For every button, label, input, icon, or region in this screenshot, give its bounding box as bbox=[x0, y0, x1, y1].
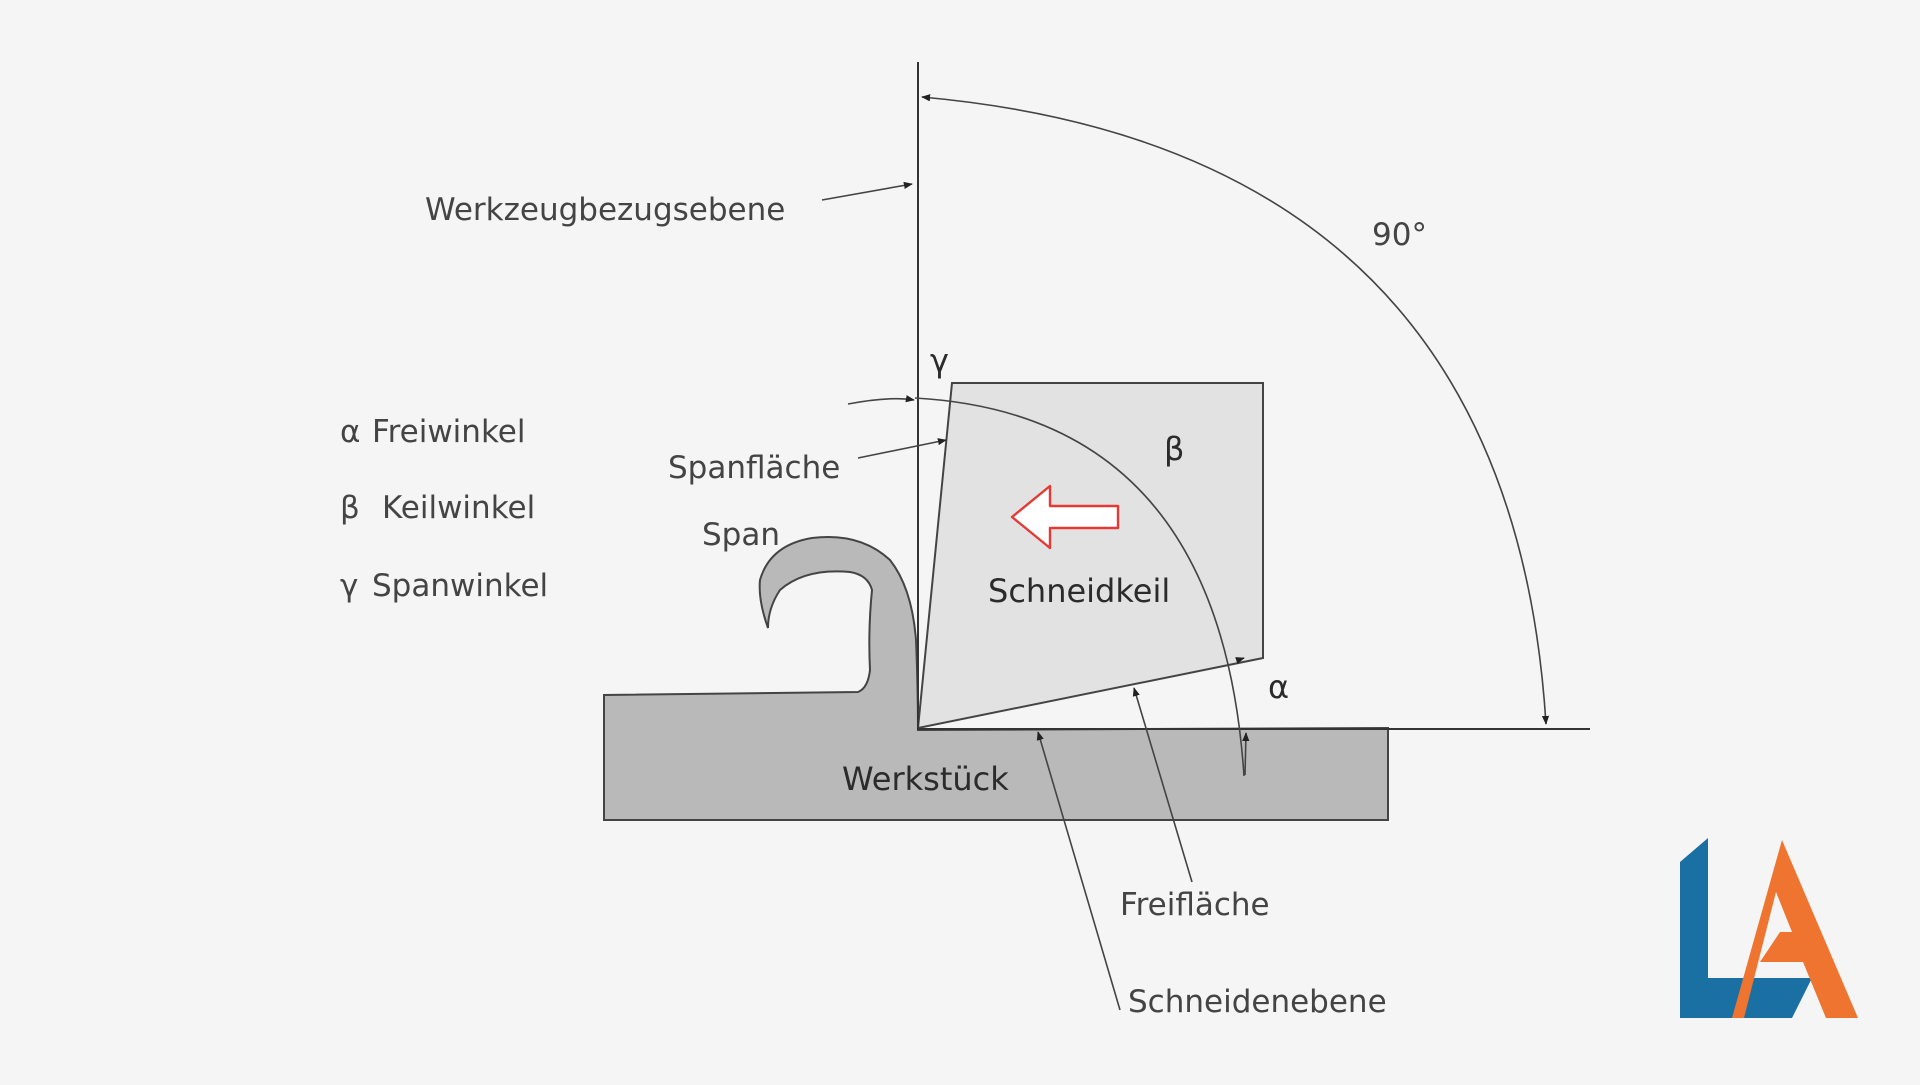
wedge-shape bbox=[916, 382, 1264, 730]
legend-symbol-beta: β bbox=[340, 490, 360, 526]
cutting-plane-label: Schneidenebene bbox=[1128, 984, 1387, 1020]
gamma-arrow bbox=[847, 395, 915, 405]
right-angle-label: 90° bbox=[1372, 217, 1427, 253]
legend-symbol-gamma: γ bbox=[340, 568, 358, 604]
legend-text-alpha: Freiwinkel bbox=[372, 414, 525, 450]
angle-legend: α Freiwinkel β Keilwinkel γ Spanwinkel bbox=[340, 414, 548, 604]
flank-face-leader bbox=[1132, 687, 1193, 883]
legend-text-beta: Keilwinkel bbox=[382, 490, 535, 526]
reference-plane-label: Werkzeugbezugsebene bbox=[425, 192, 785, 228]
workpiece-label: Werkstück bbox=[842, 760, 1009, 798]
chip-label: Span bbox=[702, 517, 780, 553]
arrow-left-icon bbox=[1010, 484, 1120, 550]
beta-arc-arrow bbox=[1235, 657, 1245, 664]
wedge-angle-arc bbox=[914, 397, 1245, 777]
reference-plane-leader bbox=[821, 181, 913, 201]
rake-face-leader bbox=[857, 438, 947, 459]
beta-label: β bbox=[1164, 430, 1184, 468]
legend-symbol-alpha: α bbox=[340, 414, 360, 450]
flank-face-label: Freifläche bbox=[1120, 887, 1270, 923]
rake-face-label: Spanfläche bbox=[668, 450, 840, 486]
right-angle-arc bbox=[921, 94, 1550, 725]
cutting-plane-leader bbox=[1036, 731, 1121, 1011]
gamma-label: γ bbox=[930, 342, 949, 380]
alpha-arc-arrow bbox=[1242, 732, 1250, 776]
la-logo-icon bbox=[1680, 838, 1858, 1018]
logo-a-shape bbox=[1732, 840, 1858, 1018]
wedge-label: Schneidkeil bbox=[988, 572, 1170, 610]
workpiece-shape bbox=[603, 535, 1389, 821]
legend-text-gamma: Spanwinkel bbox=[372, 568, 548, 604]
alpha-label: α bbox=[1268, 668, 1289, 706]
